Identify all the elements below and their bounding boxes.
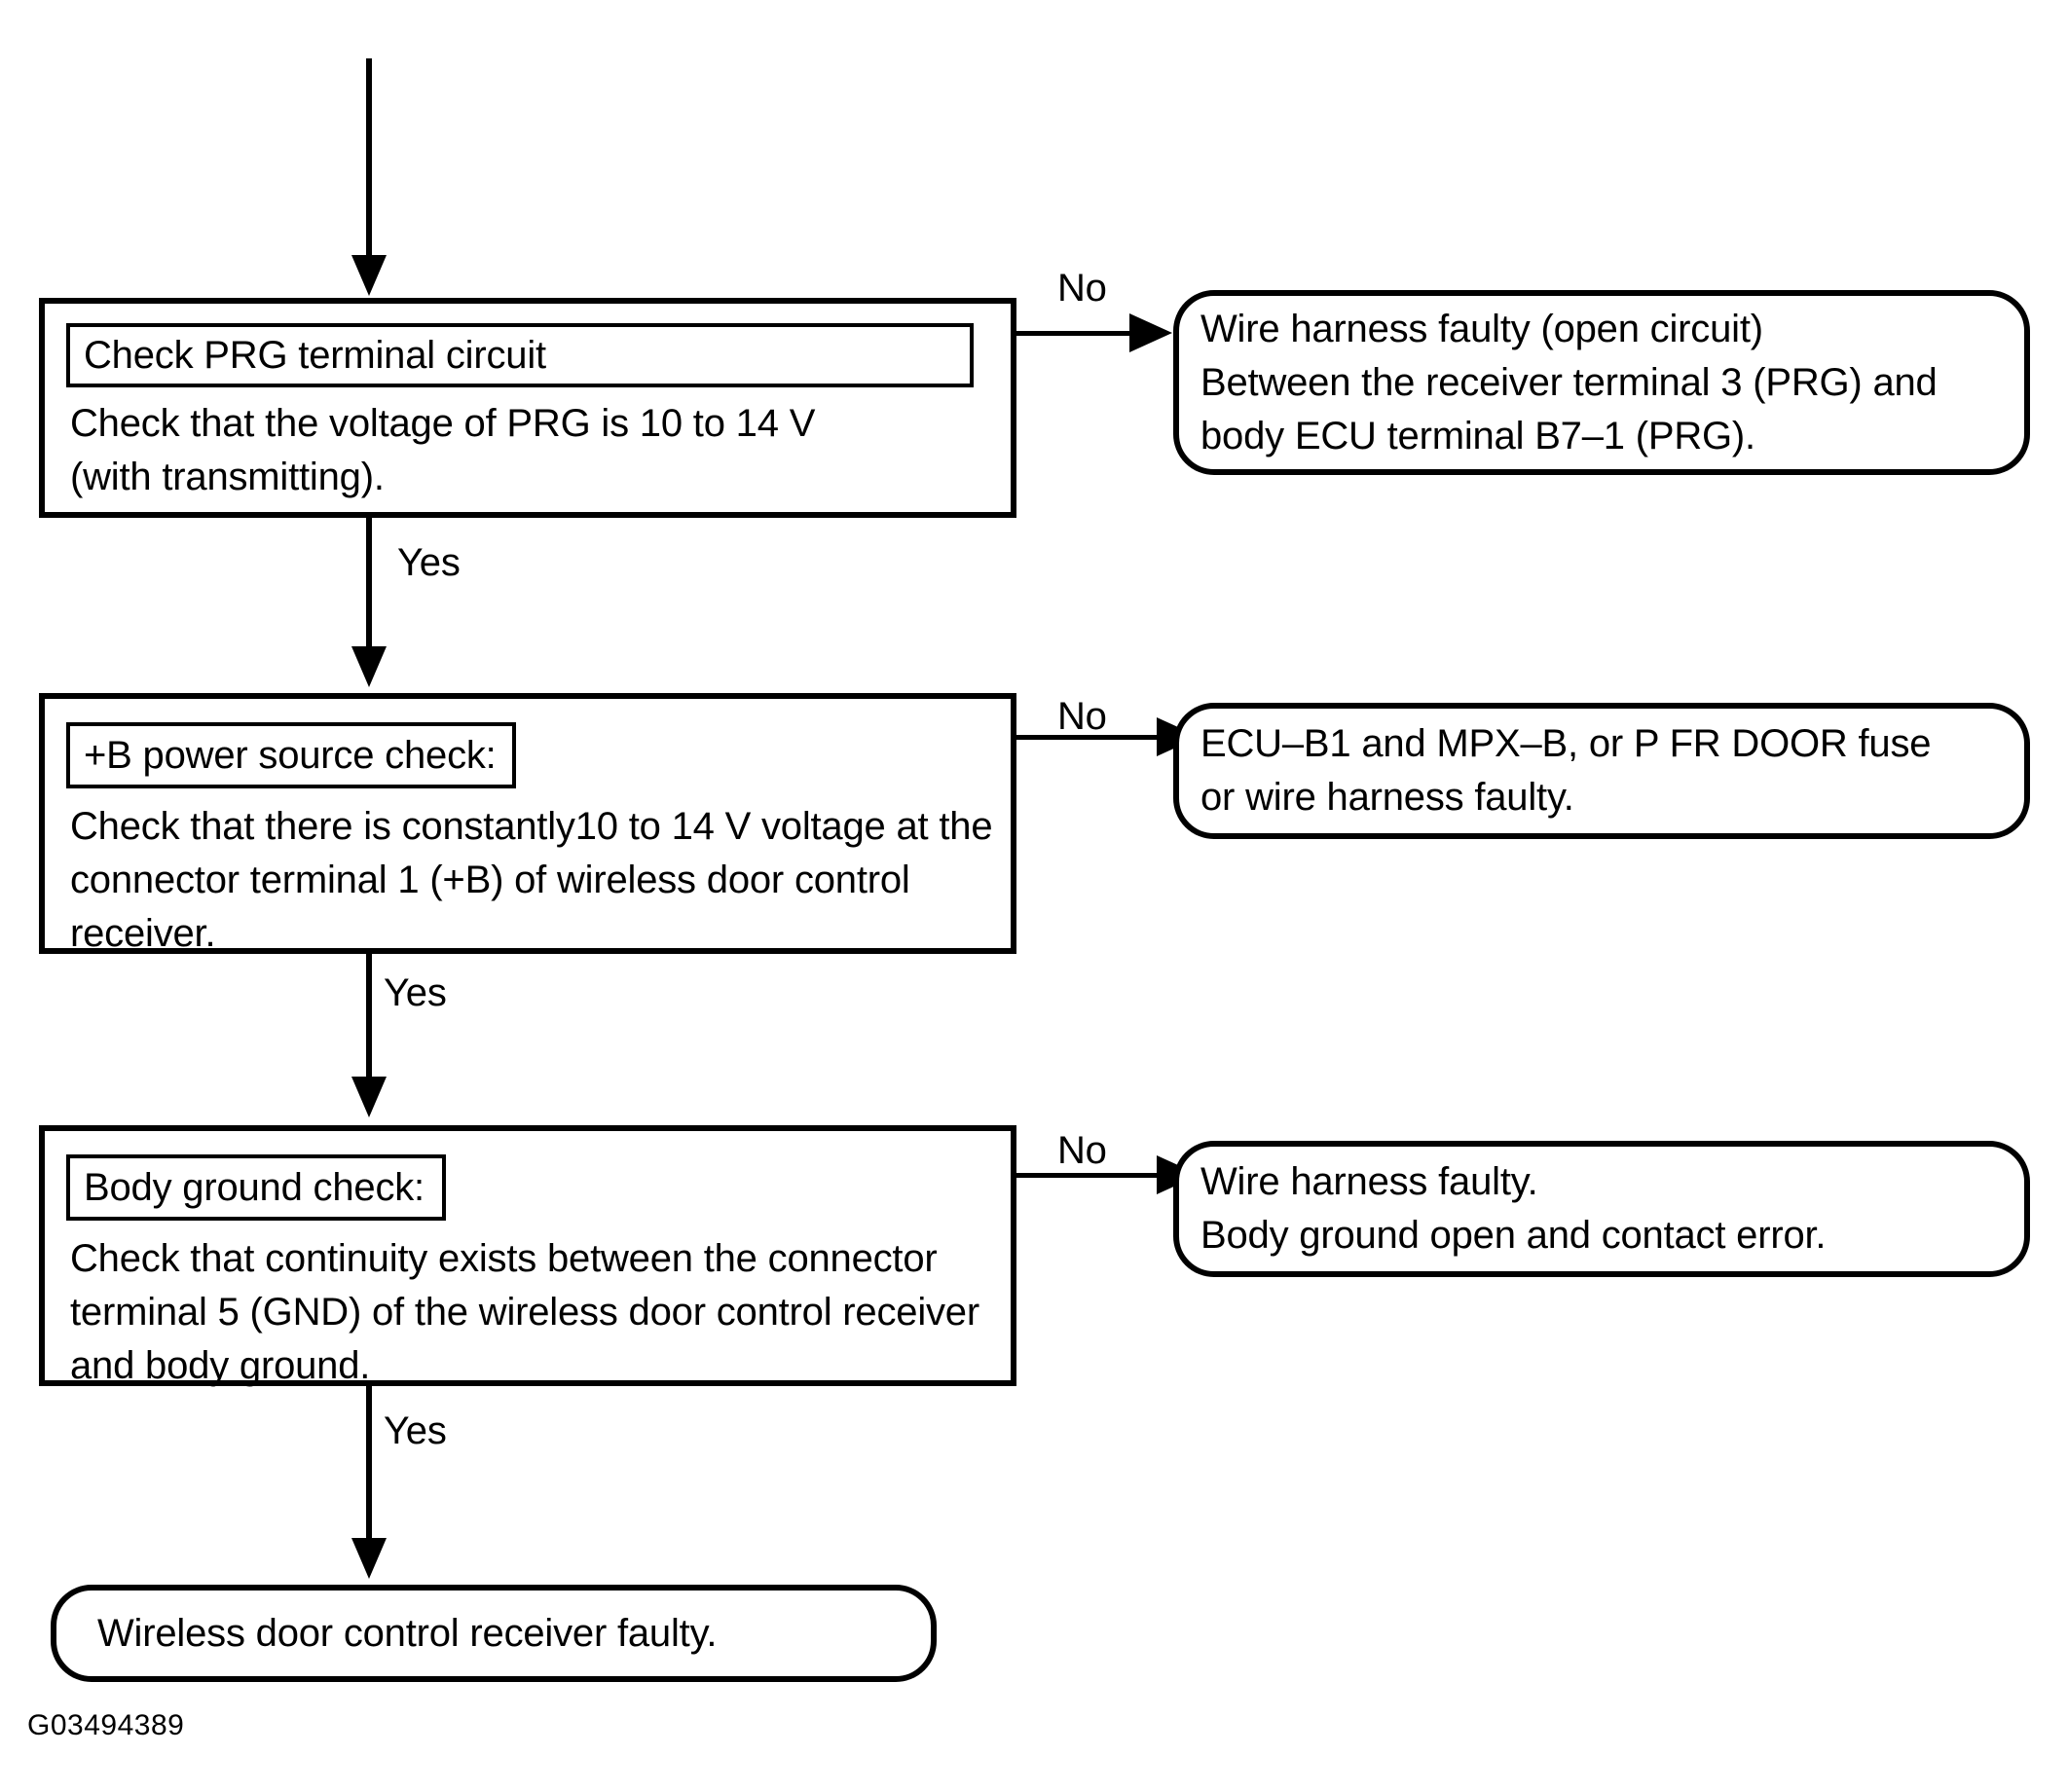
- figure-id: G03494389: [27, 1709, 185, 1741]
- step-3-yes-connector-arrowhead: [351, 1538, 387, 1579]
- result-ecu-b1-mpx-b-fuse-faulty[interactable]: ECU–B1 and MPX–B, or P FR DOOR fuse or w…: [1173, 703, 2030, 839]
- step-2-header-box: +B power source check:: [66, 722, 516, 788]
- step-3-no-connector-line: [1016, 1173, 1163, 1178]
- terminal-text: Wireless door control receiver faulty.: [97, 1611, 718, 1655]
- step-3-no-label: No: [1057, 1129, 1107, 1172]
- step-3-yes-connector-line: [366, 1386, 372, 1542]
- step-1-no-connector-arrowhead: [1129, 313, 1172, 352]
- step-2-body-text: Check that there is constantly10 to 14 V…: [70, 805, 993, 955]
- entry-connector-arrowhead: [351, 255, 387, 296]
- step-1-no-label: No: [1057, 267, 1107, 310]
- step-2-no-label: No: [1057, 695, 1107, 738]
- step-3-header-box: Body ground check:: [66, 1154, 446, 1221]
- step-1-yes-label: Yes: [397, 541, 461, 584]
- step-1-yes-connector-line: [366, 518, 372, 649]
- step-2-yes-label: Yes: [384, 971, 447, 1014]
- step-2-yes-connector-arrowhead: [351, 1077, 387, 1117]
- step-2-no-connector-line: [1016, 735, 1163, 740]
- step-2-yes-connector-line: [366, 954, 372, 1080]
- result-3-text: Wire harness faulty. Body ground open an…: [1200, 1160, 1827, 1257]
- step-1-header-label: Check PRG terminal circuit: [84, 334, 546, 377]
- result-2-text: ECU–B1 and MPX–B, or P FR DOOR fuse or w…: [1200, 722, 1932, 819]
- entry-connector-line: [366, 58, 372, 258]
- step-3-yes-label: Yes: [384, 1409, 447, 1452]
- step-1-no-connector-line: [1016, 331, 1133, 336]
- result-wire-harness-open-circuit[interactable]: Wire harness faulty (open circuit) Betwe…: [1173, 290, 2030, 475]
- step-1-body-text: Check that the voltage of PRG is 10 to 1…: [70, 402, 816, 498]
- step-3-header-label: Body ground check:: [84, 1166, 425, 1209]
- step-1-header-box: Check PRG terminal circuit: [66, 323, 974, 387]
- terminal-wireless-door-control-receiver-faulty[interactable]: Wireless door control receiver faulty.: [51, 1585, 937, 1682]
- step-3-body-text: Check that continuity exists between the…: [70, 1237, 979, 1387]
- step-2-header-label: +B power source check:: [84, 734, 497, 777]
- step-1-yes-connector-arrowhead: [351, 646, 387, 687]
- result-body-ground-open-contact-error[interactable]: Wire harness faulty. Body ground open an…: [1173, 1141, 2030, 1277]
- result-1-text: Wire harness faulty (open circuit) Betwe…: [1200, 307, 1938, 457]
